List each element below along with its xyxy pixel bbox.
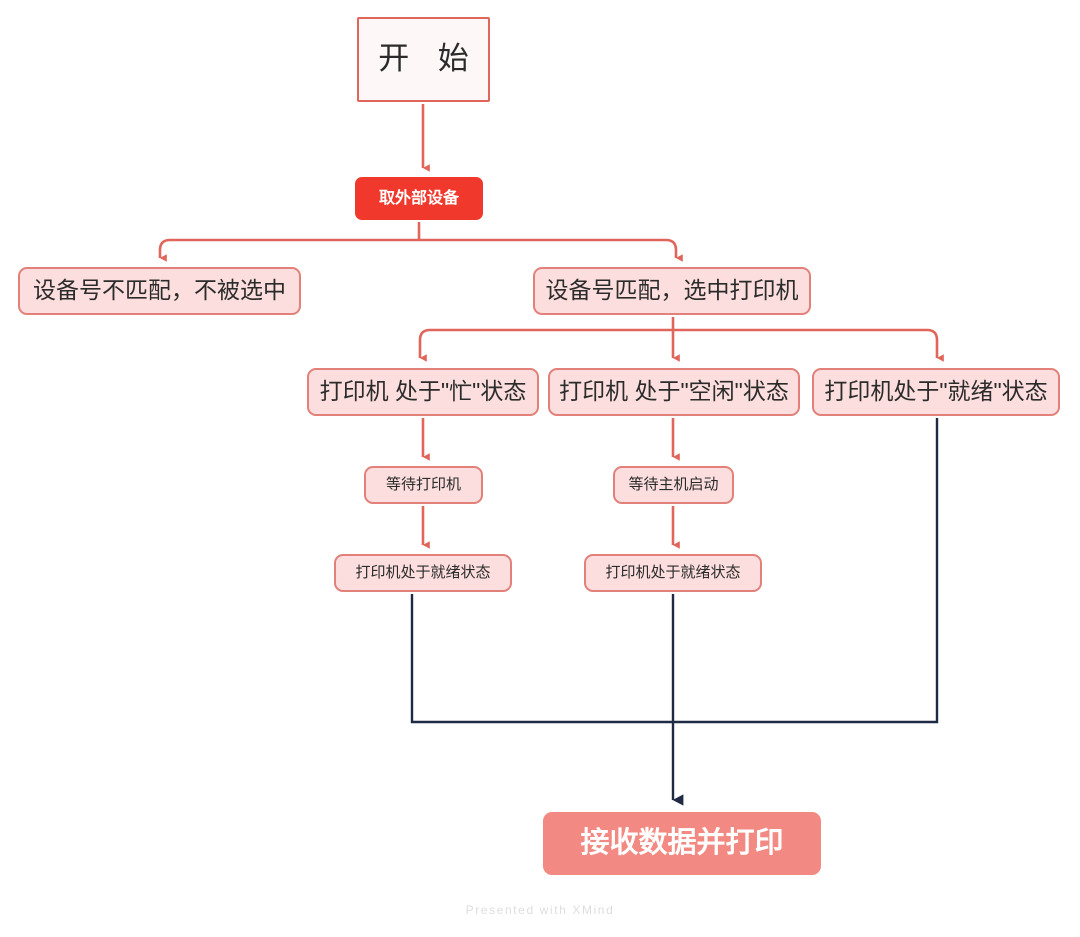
- node-start[interactable]: 开 始: [357, 17, 490, 102]
- node-get-external-device[interactable]: 取外部设备: [355, 177, 483, 220]
- node-printer-ready-1[interactable]: 打印机处于就绪状态: [334, 554, 512, 592]
- node-printer-state-busy[interactable]: 打印机 处于"忙"状态: [307, 368, 539, 416]
- node-wait-printer[interactable]: 等待打印机: [364, 466, 483, 504]
- node-printer-state-ready[interactable]: 打印机处于"就绪"状态: [812, 368, 1060, 416]
- edge-getdevice-to-nomatch: [158, 238, 419, 262]
- node-wait-host-start[interactable]: 等待主机启动: [613, 466, 734, 504]
- node-receive-data-and-print[interactable]: 接收数据并打印: [543, 812, 821, 875]
- node-device-id-matched[interactable]: 设备号匹配，选中打印机: [533, 267, 811, 315]
- node-device-id-not-matched[interactable]: 设备号不匹配，不被选中: [18, 267, 301, 315]
- node-printer-ready-2[interactable]: 打印机处于就绪状态: [584, 554, 762, 592]
- xmind-watermark: Presented with XMind: [465, 903, 615, 917]
- edge-match-to-ready: [673, 328, 944, 362]
- edge-getdevice-to-match: [419, 238, 683, 262]
- node-printer-state-idle[interactable]: 打印机 处于"空闲"状态: [548, 368, 800, 416]
- edge-match-to-busy: [418, 328, 673, 362]
